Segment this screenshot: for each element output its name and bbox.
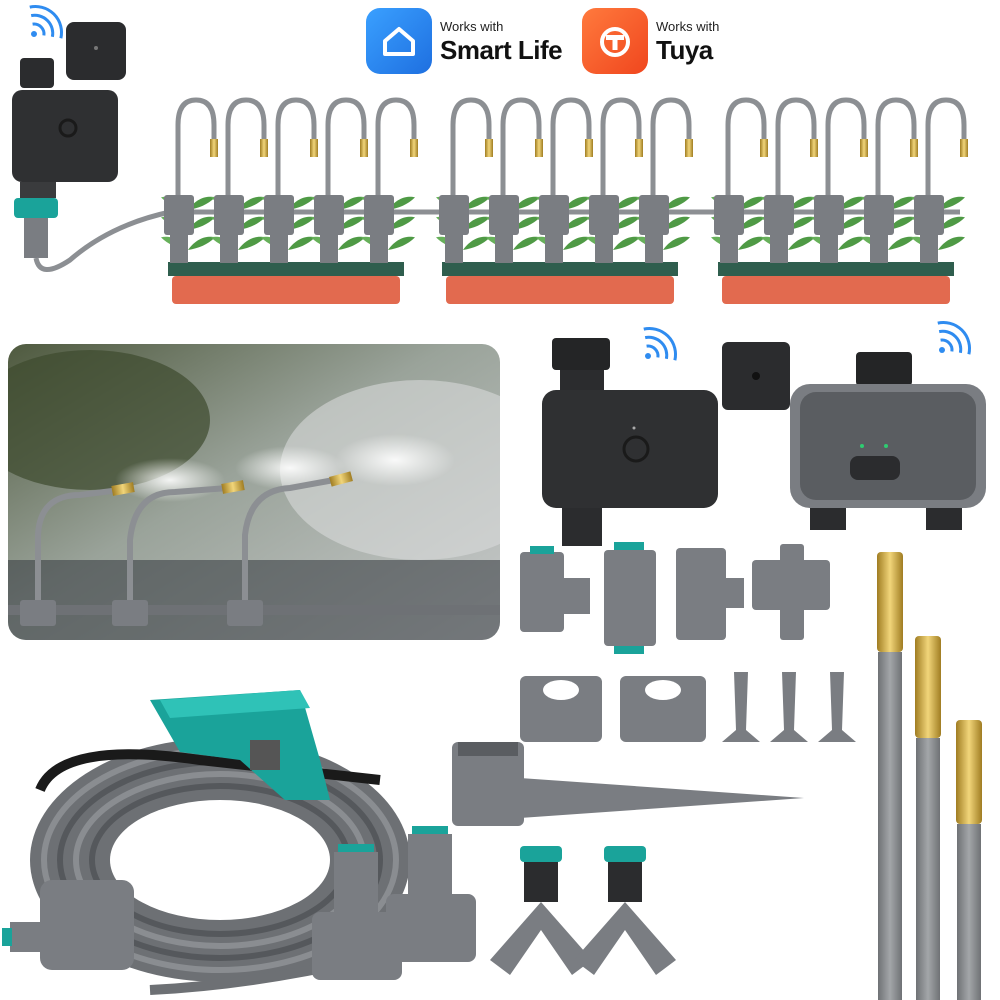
hose-clips	[520, 676, 706, 742]
y-splitters	[490, 846, 676, 975]
threaded-adapters	[312, 826, 476, 980]
wifi-icon	[922, 313, 979, 370]
dual-outlet-timer	[790, 352, 986, 530]
wifi-icon	[628, 319, 685, 376]
smart-life-works-with: Works with	[440, 18, 504, 34]
smart-life-home-icon	[366, 8, 432, 74]
wifi-icon	[14, 0, 71, 54]
gateway-hub-large	[722, 342, 790, 410]
ground-stake	[452, 742, 804, 826]
misting-photo	[8, 344, 500, 640]
smart-life-badge: Works with Smart Life	[366, 8, 563, 74]
end-plugs	[722, 672, 856, 742]
smart-life-label: Smart Life	[440, 34, 563, 65]
tuya-label: Tuya	[656, 34, 713, 65]
tuya-badge: Works with Tuya	[582, 8, 719, 74]
faucet-adapter	[2, 880, 134, 970]
planter-pots	[168, 262, 954, 304]
tuya-works-with: Works with	[656, 18, 720, 34]
tuya-t-icon	[582, 8, 648, 74]
gateway-hub	[66, 22, 126, 80]
timer-device-top	[12, 58, 118, 258]
hose-cutter	[150, 690, 330, 800]
misting-nozzles-top	[161, 100, 968, 263]
brass-nozzles	[877, 552, 982, 1000]
tee-connectors	[520, 542, 830, 654]
single-outlet-timer	[542, 338, 718, 546]
